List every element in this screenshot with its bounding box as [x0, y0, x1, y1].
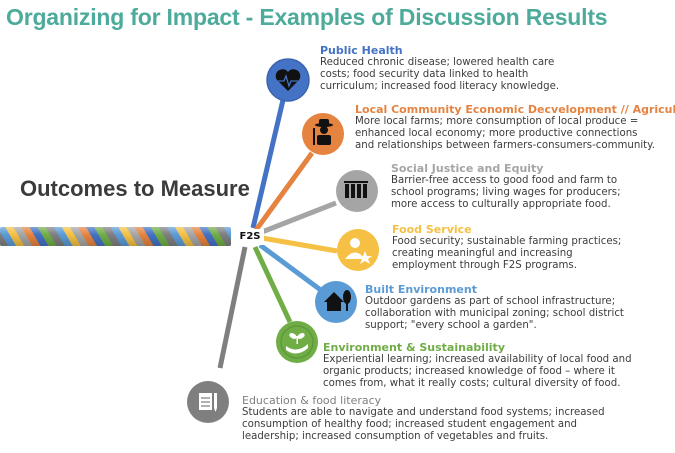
- outcome-built-environment: Built Environment Outdoor gardens as par…: [365, 283, 624, 332]
- outcome-title: Built Environment: [365, 283, 477, 296]
- spoke-local: [253, 151, 315, 232]
- section-subtitle: Outcomes to Measure: [20, 176, 250, 201]
- circle-local: [302, 113, 344, 155]
- hub-f2s-label: F2S: [236, 229, 264, 245]
- outcome-body: More local farms; more consumption of lo…: [355, 116, 655, 151]
- outcome-education: Education & food literacy Students are a…: [242, 394, 605, 443]
- outcome-title: Environment & Sustainability: [323, 341, 505, 354]
- braided-rope: [0, 227, 231, 246]
- outcome-food-service: Food Service Food security; sustainable …: [392, 223, 621, 272]
- outcome-title: Social Justice and Equity: [391, 162, 544, 175]
- house-tree-icon: [324, 290, 351, 311]
- farmer-icon: [313, 119, 333, 145]
- spoke-built: [258, 242, 324, 294]
- circle-food: [337, 229, 379, 271]
- page-title: Organizing for Impact - Examples of Disc…: [6, 4, 608, 30]
- circle-env-inner: [280, 325, 314, 359]
- checklist-pencil-icon: [199, 393, 217, 412]
- outcome-body: Barrier-free access to good food and far…: [391, 175, 621, 210]
- people-raising-hands-icon: [344, 181, 368, 198]
- outcome-social-justice: Social Justice and Equity Barrier-free a…: [391, 162, 621, 211]
- outcome-title: Education & food literacy: [242, 394, 382, 407]
- outcome-title: Local Community Economic Decvelopment //…: [355, 103, 675, 116]
- outcome-local-economy: Local Community Economic Decvelopment //…: [355, 103, 675, 152]
- outcome-body: Reduced chronic disease; lowered health …: [320, 57, 560, 92]
- spoke-social: [261, 200, 337, 235]
- hand-sprout-icon: [286, 333, 308, 354]
- spoke-env: [252, 245, 293, 324]
- outcome-environment: Environment & Sustainability Experientia…: [323, 341, 632, 390]
- outcome-body: Outdoor gardens as part of school infras…: [365, 296, 624, 331]
- outcome-body: Food security; sustainable farming pract…: [392, 236, 622, 271]
- outcome-body: Experiential learning; increased availab…: [323, 354, 632, 389]
- outcome-public-health: Public Health Reduced chronic disease; l…: [320, 44, 559, 93]
- outcome-title: Food Service: [392, 223, 472, 236]
- spoke-food: [261, 235, 338, 254]
- outcome-body: Students are able to navigate and unders…: [242, 407, 605, 442]
- spoke-public-health: [250, 99, 286, 229]
- person-star-icon: [345, 238, 372, 264]
- heart-pulse-icon: [275, 69, 301, 91]
- outcome-title: Public Health: [320, 44, 403, 57]
- spoke-edu: [217, 246, 248, 369]
